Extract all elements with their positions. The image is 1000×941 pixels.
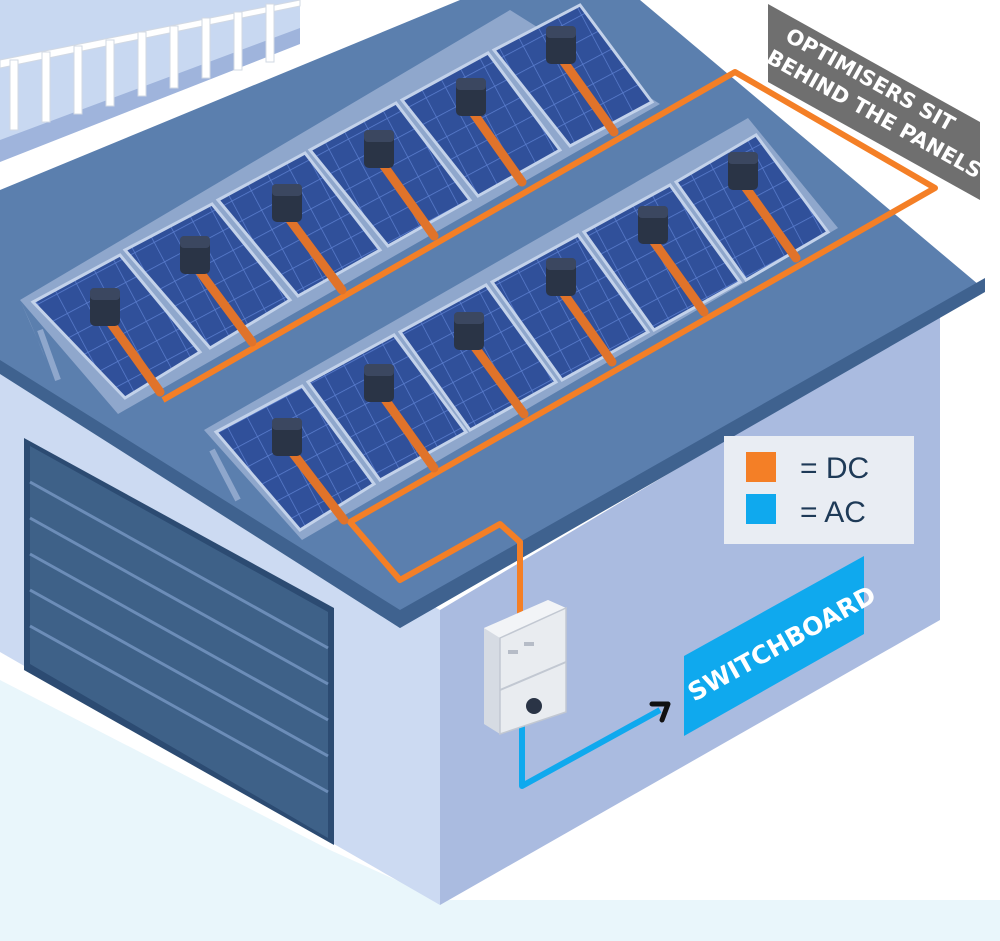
optimiser-box-icon [90,288,120,326]
optimiser-box-icon [728,152,758,190]
dc-wiring [161,69,938,620]
optimiser-cables [105,57,801,525]
upper-building-trim [0,28,300,162]
panel-stand [209,448,241,502]
optimiser-box-icon [180,236,210,274]
optimiser-box-icon [364,130,394,168]
ac-wiring [519,707,662,789]
panel-stand [37,328,61,382]
legend-swatch-ac [746,494,776,524]
optimiser-box-icon [272,184,302,222]
optimiser-box-icon [272,418,302,456]
optimiser-box-icon [546,258,576,296]
legend-swatch-dc [746,452,776,482]
ground-shadow [0,680,1000,941]
optimiser-box-icon [454,312,484,350]
optimiser-box-icon [638,206,668,244]
optimiser-box-icon [546,26,576,64]
legend: = DC = AC [724,436,914,544]
legend-label-dc: = DC [800,452,869,485]
balcony-railing [0,0,301,131]
solar-panel [215,151,383,298]
optimiser-box-icon [456,78,486,116]
arrow-icon [649,701,671,723]
garage-door [24,438,334,845]
legend-label-ac: = AC [800,496,866,529]
optimisers [90,26,758,456]
optimiser-box-icon [364,364,394,402]
roof-edge [0,278,985,628]
inverter-icon [484,600,567,736]
